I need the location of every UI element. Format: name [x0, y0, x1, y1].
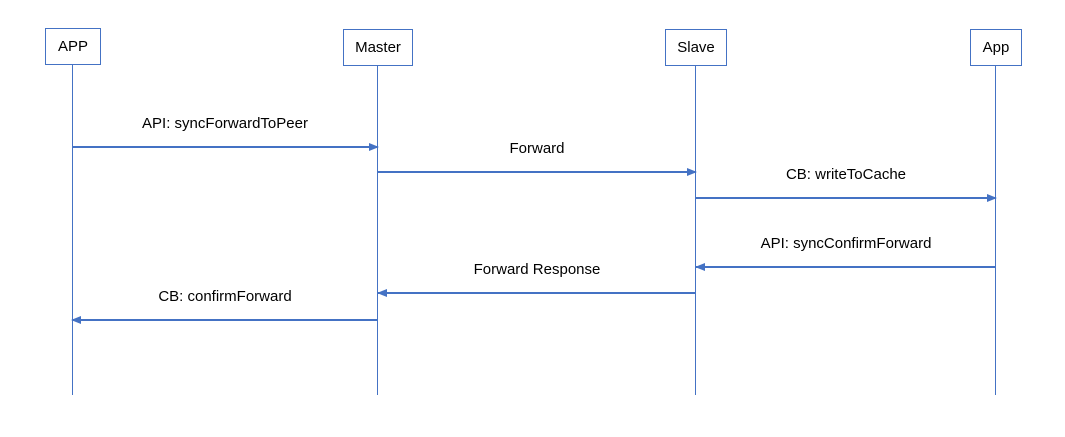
message-sync-forward-to-peer: API: syncForwardToPeer [72, 115, 379, 151]
actor-box-master: Master [343, 29, 413, 66]
actor-label: Master [355, 39, 401, 56]
message-write-to-cache: CB: writeToCache [696, 166, 997, 202]
message-forward-response: Forward Response [377, 261, 696, 297]
actor-box-app-caller: APP [45, 28, 101, 65]
message-label: API: syncForwardToPeer [142, 115, 308, 132]
lifeline-slave [695, 65, 696, 395]
message-line [696, 197, 996, 199]
message-line [72, 146, 378, 148]
message-confirm-forward: CB: confirmForward [71, 288, 378, 324]
arrowhead-right-icon [687, 168, 697, 176]
arrowhead-left-icon [377, 289, 387, 297]
message-line [378, 292, 696, 294]
lifeline-master [377, 65, 378, 395]
actor-label: Slave [677, 39, 715, 56]
message-sync-confirm-forward: API: syncConfirmForward [695, 235, 996, 271]
actor-label: App [982, 39, 1010, 56]
arrowhead-left-icon [71, 316, 81, 324]
arrowhead-right-icon [987, 194, 997, 202]
lifeline-app-peer [995, 65, 996, 395]
message-forward: Forward [378, 140, 697, 176]
message-label: CB: confirmForward [158, 288, 292, 305]
message-line [72, 319, 378, 321]
message-label: Forward [509, 140, 565, 157]
actor-box-app-peer: App [970, 29, 1022, 66]
message-label: API: syncConfirmForward [760, 235, 932, 252]
lifeline-app-caller [72, 65, 73, 395]
actor-box-slave: Slave [665, 29, 727, 66]
actor-label: APP [57, 38, 88, 55]
message-label: CB: writeToCache [785, 166, 907, 183]
arrowhead-left-icon [695, 263, 705, 271]
message-line [696, 266, 996, 268]
message-label: Forward Response [473, 261, 601, 278]
message-line [378, 171, 696, 173]
arrowhead-right-icon [369, 143, 379, 151]
